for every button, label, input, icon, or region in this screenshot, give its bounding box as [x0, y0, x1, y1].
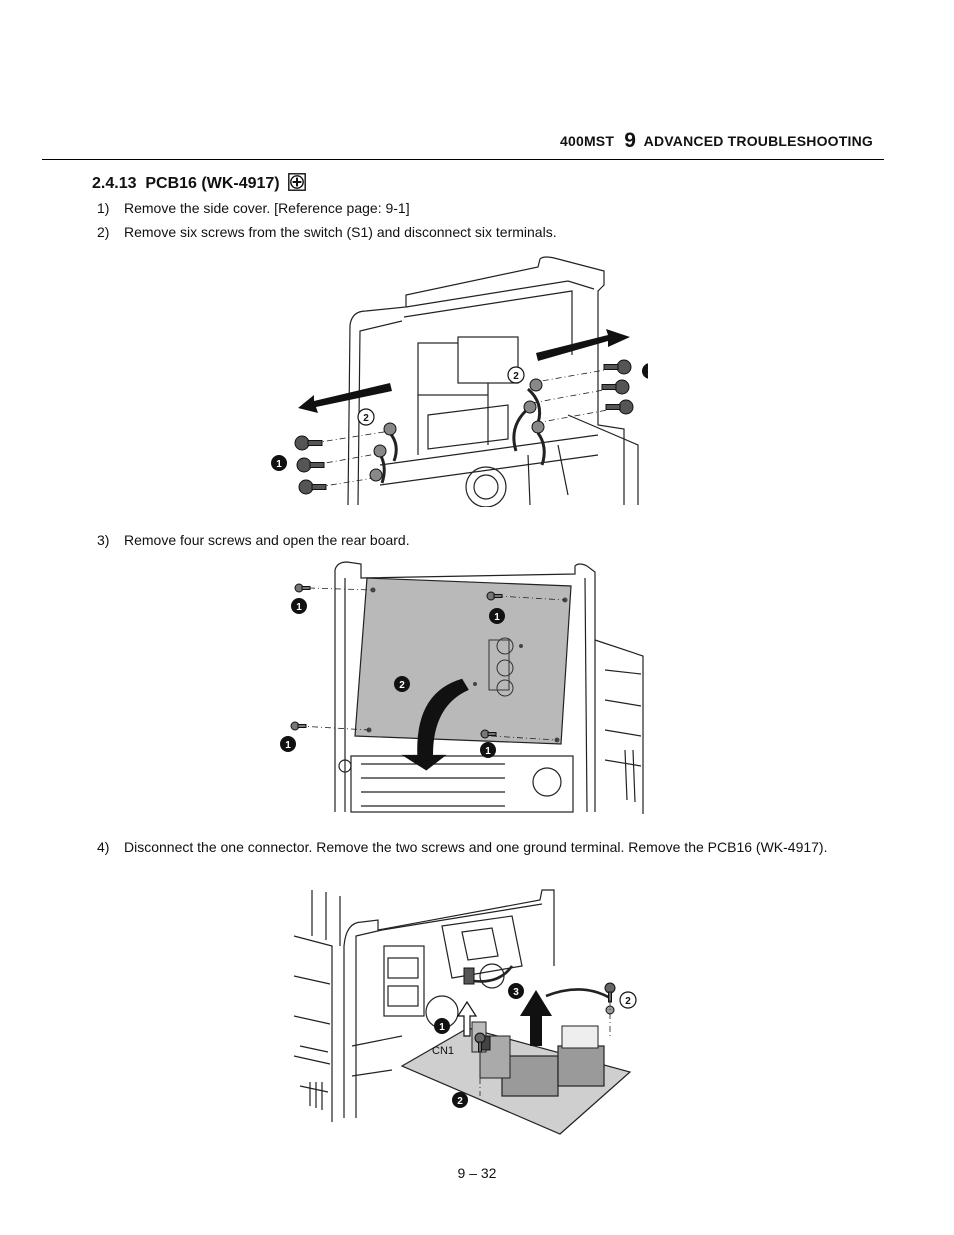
step-1: 1) Remove the side cover. [Reference pag…: [97, 199, 857, 218]
step-number: 2): [97, 224, 110, 240]
callout-1-bottom-right: 1: [480, 742, 496, 758]
callout-1-bottom-left: 1: [280, 736, 296, 752]
callout-1-right: 1: [642, 363, 648, 379]
svg-text:1: 1: [494, 612, 500, 623]
callout-3-ground: 3: [508, 983, 524, 999]
step-4: 4) Disconnect the one connector. Remove …: [97, 838, 843, 857]
section-title: PCB16 (WK-4917): [145, 175, 280, 192]
figure-rear-board: 1 1 2 1 1: [280, 561, 644, 814]
step-text: Disconnect the one connector. Remove the…: [124, 839, 828, 855]
callout-1-connector: 1: [434, 1018, 450, 1034]
svg-text:2: 2: [513, 371, 519, 382]
callout-1-top-right: 1: [489, 608, 505, 624]
svg-text:1: 1: [276, 459, 282, 470]
connector-label-cn1: CN1: [432, 1045, 454, 1057]
header-model: 400MST: [559, 133, 615, 149]
svg-text:1: 1: [439, 1022, 445, 1033]
running-header: 400MST 9 ADVANCED TROUBLESHOOTING: [0, 128, 873, 152]
callout-1-top-left: 1: [291, 598, 307, 614]
step-3: 3) Remove four screws and open the rear …: [97, 531, 857, 550]
section-heading: 2.4.13 PCB16 (WK-4917): [92, 173, 306, 196]
header-chapter-number: 9: [624, 129, 637, 152]
callout-2-board: 2: [394, 676, 410, 692]
header-rule: [42, 159, 884, 160]
callout-2-left: 2: [357, 408, 375, 426]
callout-2-screw-right: 2: [619, 991, 637, 1009]
svg-text:2: 2: [363, 413, 369, 424]
svg-text:2: 2: [625, 996, 631, 1007]
plus-circle-icon: [288, 173, 306, 196]
svg-text:2: 2: [399, 680, 405, 691]
svg-text:1: 1: [485, 746, 491, 757]
figure-switch-removal: 1 2 2 1: [271, 256, 648, 507]
step-number: 4): [97, 839, 110, 855]
svg-text:1: 1: [647, 367, 648, 378]
callout-2-right: 2: [507, 366, 525, 384]
step-text: Remove six screws from the switch (S1) a…: [124, 224, 557, 240]
svg-text:1: 1: [296, 602, 302, 613]
svg-text:2: 2: [457, 1096, 463, 1107]
step-number: 1): [97, 200, 110, 216]
callout-1-left: 1: [271, 455, 287, 471]
step-text: Remove the side cover. [Reference page: …: [124, 200, 410, 216]
page-number: 9 – 32: [457, 1165, 497, 1181]
svg-text:1: 1: [285, 740, 291, 751]
step-number: 3): [97, 532, 110, 548]
step-text: Remove four screws and open the rear boa…: [124, 532, 410, 548]
section-number: 2.4.13: [92, 175, 137, 192]
callout-2-screw-left: 2: [452, 1092, 468, 1108]
header-chapter-title: ADVANCED TROUBLESHOOTING: [643, 133, 873, 149]
figure-pcb16-removal: 1 CN1 3 2 2: [293, 889, 637, 1135]
svg-text:3: 3: [513, 987, 519, 998]
step-2: 2) Remove six screws from the switch (S1…: [97, 223, 857, 242]
